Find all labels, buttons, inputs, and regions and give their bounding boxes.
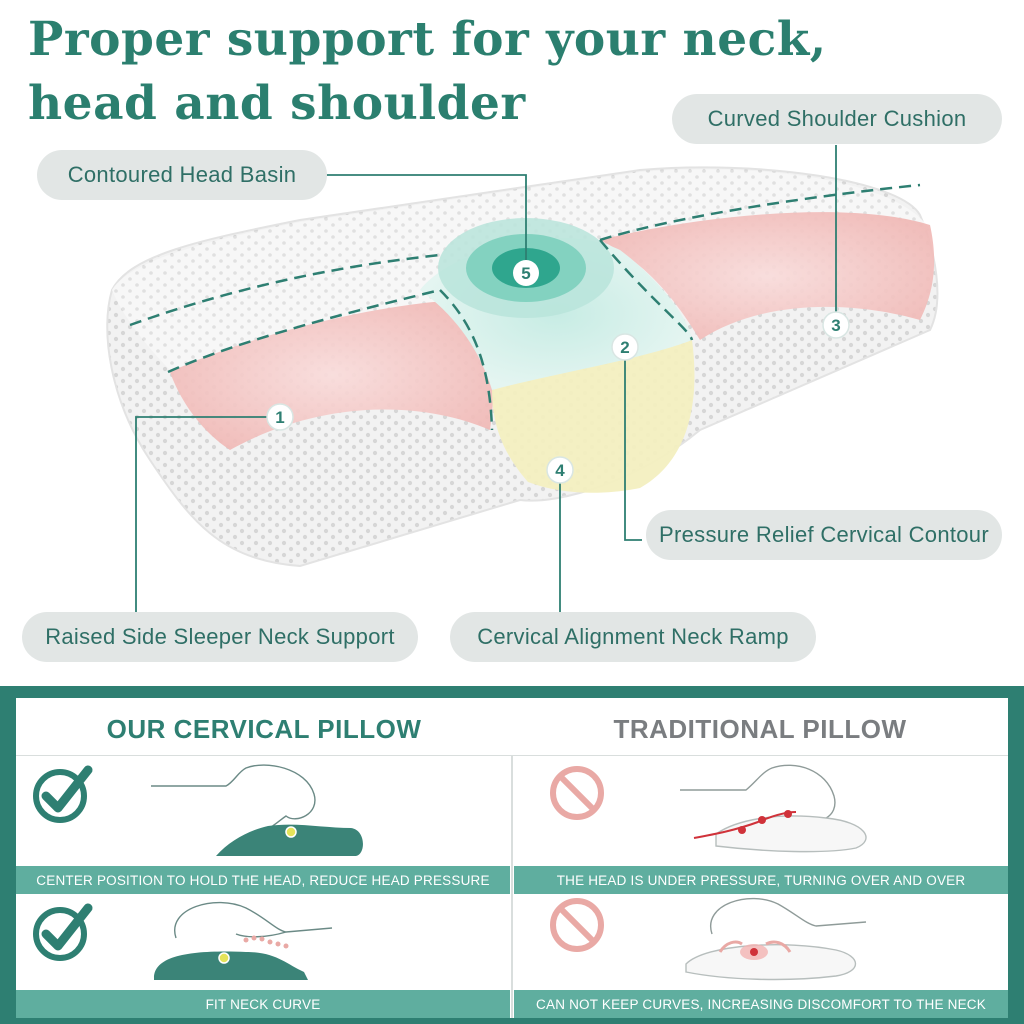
headline-line-1: Proper support for your neck, [28,12,827,67]
pillow-illustration: 1 2 3 4 5 [106,145,939,612]
callout-head-basin: Contoured Head Basin [37,150,327,200]
header-divider [16,755,1008,756]
svg-text:4: 4 [555,461,565,480]
ours-title: OUR CERVICAL PILLOW [106,714,422,744]
ours-caption-2: FIT NECK CURVE [16,990,510,1018]
headline-line-2: head and shoulder [28,76,526,131]
headline: Proper support for your neck, head and s… [28,8,828,136]
marker-2: 2 [611,333,639,361]
shoulder-cushion-zone [600,212,935,340]
column-divider [511,756,513,1018]
svg-text:5: 5 [521,264,530,283]
svg-text:3: 3 [831,316,840,335]
callout-pressure-relief: Pressure Relief Cervical Contour [646,510,1002,560]
traditional-head-illustration-2 [685,897,867,981]
traditional-title: TRADITIONAL PILLOW [613,714,907,744]
ours-caption-1: CENTER POSITION TO HOLD THE HEAD, REDUCE… [16,866,510,894]
comparison-panel: OUR CERVICAL PILLOW TRADITIONAL PILLOW C… [0,686,1024,1024]
traditional-caption-2: CAN NOT KEEP CURVES, INCREASING DISCOMFO… [514,990,1008,1018]
marker-4: 4 [546,456,574,484]
marker-3: 3 [822,311,850,339]
svg-text:2: 2 [620,338,629,357]
callout-side-sleeper: Raised Side Sleeper Neck Support [22,612,418,662]
prohibited-icon [550,766,604,820]
side-sleeper-zone [170,300,494,450]
svg-text:1: 1 [275,408,284,427]
comparison-card: OUR CERVICAL PILLOW TRADITIONAL PILLOW C… [16,698,1008,1018]
traditional-head-illustration-1 [680,764,867,853]
callout-shoulder-cushion: Curved Shoulder Cushion [672,94,1002,144]
prohibited-icon [550,898,604,952]
check-badge-icon [33,765,93,823]
marker-1: 1 [266,403,294,431]
ours-head-illustration-1 [150,764,363,856]
check-badge-icon [33,903,93,961]
callout-neck-ramp: Cervical Alignment Neck Ramp [450,612,816,662]
marker-5: 5 [513,260,539,286]
ours-head-illustration-2 [154,901,333,980]
neck-ramp-zone [492,340,695,493]
traditional-caption-1: THE HEAD IS UNDER PRESSURE, TURNING OVER… [514,866,1008,894]
